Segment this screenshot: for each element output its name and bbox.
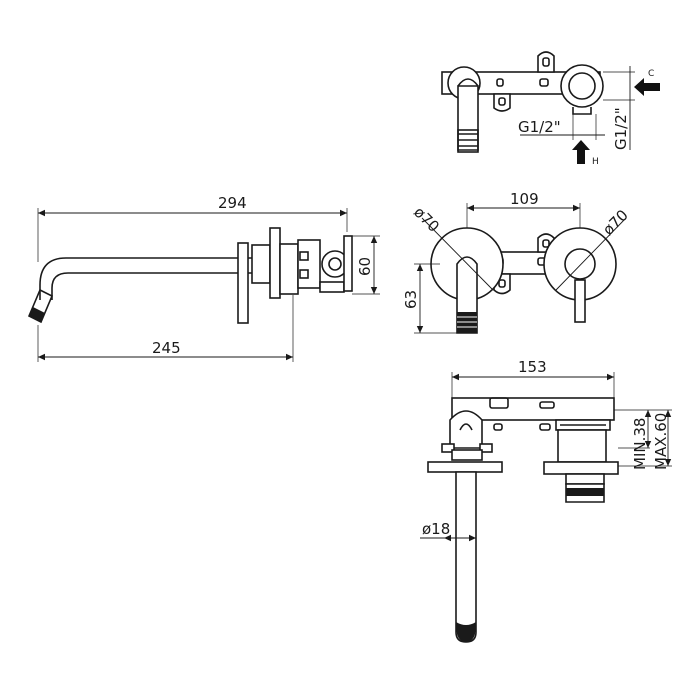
- spout-diameter-label: ø18: [422, 520, 450, 538]
- side-view: 294 60 245: [27, 194, 380, 362]
- cold-label: C: [648, 69, 654, 79]
- mounting-ear-bottom: [493, 93, 511, 112]
- spout-height-label: 63: [402, 290, 420, 309]
- valve-body-circle: [560, 64, 604, 108]
- spout-connector: [251, 244, 271, 284]
- thread-size-vertical: G1/2": [612, 107, 630, 150]
- mixer-lever-front: [574, 279, 586, 323]
- hot-inlet-stub: [572, 107, 592, 115]
- hot-inlet-arrow: [572, 140, 590, 164]
- section-view: 153 ø18 MIN.38: [420, 358, 672, 643]
- mixer-wall-plate-section: [543, 461, 619, 475]
- right-plate-diameter-label: ø70: [599, 206, 632, 239]
- spout-arm-outer: [39, 257, 252, 300]
- body-base-side: [319, 281, 345, 293]
- overall-length-label: 294: [218, 194, 247, 212]
- spout-elbow: [457, 78, 479, 87]
- mounting-ear-top: [537, 51, 555, 73]
- spout-arm-inner: [51, 272, 252, 300]
- rough-in-body-section: [451, 397, 615, 421]
- spout-wall-plate-section: [427, 461, 503, 473]
- max-depth-label: MAX.60: [652, 413, 670, 470]
- spout-connector-section: [449, 410, 483, 449]
- spout-length-label: 245: [152, 339, 181, 357]
- spout-tip-aerator: [457, 129, 479, 153]
- body-depth-label: 153: [518, 358, 547, 376]
- body-block-1: [297, 239, 321, 289]
- min-depth-label: MIN.38: [631, 418, 649, 470]
- center-distance-label: 109: [510, 190, 539, 208]
- hot-label: H: [592, 157, 599, 167]
- body-rear-plate: [343, 235, 353, 292]
- sleeve-side: [279, 243, 299, 295]
- wall-plate-side: [269, 227, 281, 299]
- top-view-rough-in-body: G1/2" G1/2" C H: [441, 51, 660, 167]
- cartridge-body: [557, 429, 607, 463]
- body-height-label: 60: [356, 257, 374, 276]
- mixer-knob: [564, 248, 596, 280]
- left-plate-diameter-label: ø70: [410, 203, 443, 236]
- spout-pipe-section: [455, 471, 477, 643]
- thread-size-horizontal: G1/2": [518, 118, 561, 136]
- spout-aerator-side: [29, 307, 45, 322]
- front-view: 109 ø70 ø70 63: [402, 190, 632, 334]
- lever-handle-side: [237, 242, 249, 324]
- cold-inlet-arrow: [634, 78, 660, 96]
